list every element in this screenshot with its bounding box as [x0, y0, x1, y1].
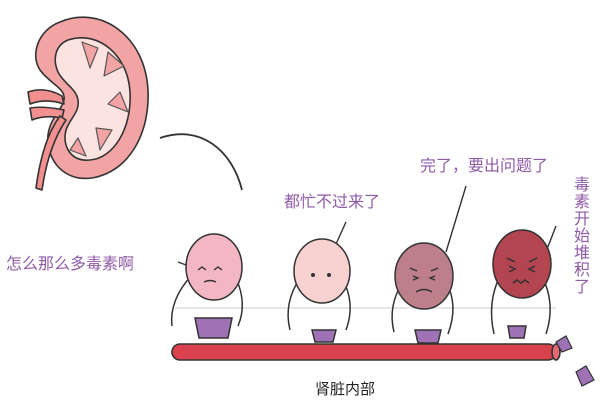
- caption-character-1: 怎么那么多毒素啊: [6, 254, 135, 273]
- body: [394, 242, 454, 310]
- kidney-pyramid: [81, 41, 99, 69]
- character-1: [170, 233, 243, 339]
- body: [185, 233, 243, 301]
- caption-character-2: 都忙不过来了: [284, 192, 381, 211]
- speech-line: [445, 185, 467, 253]
- kidney-pyramid: [95, 127, 113, 151]
- kidney-interior-label: 肾脏内部: [315, 380, 376, 398]
- conveyor-tube: [171, 343, 561, 361]
- cup-icon: [414, 329, 442, 344]
- toxin-shard-icon: [555, 335, 573, 353]
- connector-line: [159, 133, 243, 191]
- toxin-shard-icon: [575, 365, 595, 387]
- body: [492, 229, 552, 299]
- kidney-pyramid: [103, 51, 125, 77]
- face-icon: [409, 267, 439, 293]
- character-4: [490, 229, 552, 339]
- ureter: [35, 115, 67, 191]
- face-icon: [506, 257, 538, 284]
- character-2: [287, 238, 351, 343]
- cup-icon: [507, 325, 527, 339]
- toxin-shards: [555, 335, 595, 387]
- cup-icon: [194, 317, 233, 339]
- character-3: [391, 242, 454, 344]
- caption-character-4: 毒素开始堆积了: [571, 176, 590, 295]
- caption-character-3: 完了，要出问题了: [420, 156, 549, 175]
- face-icon: [197, 266, 223, 283]
- speech-line: [335, 221, 347, 245]
- kidney-vessel: [27, 89, 65, 105]
- kidney-illustration: [27, 16, 149, 191]
- face-icon: [311, 273, 331, 277]
- kidney-pyramid: [107, 91, 129, 113]
- kidney-pyramid: [69, 137, 87, 157]
- cup-icon: [311, 329, 337, 343]
- body: [293, 238, 351, 304]
